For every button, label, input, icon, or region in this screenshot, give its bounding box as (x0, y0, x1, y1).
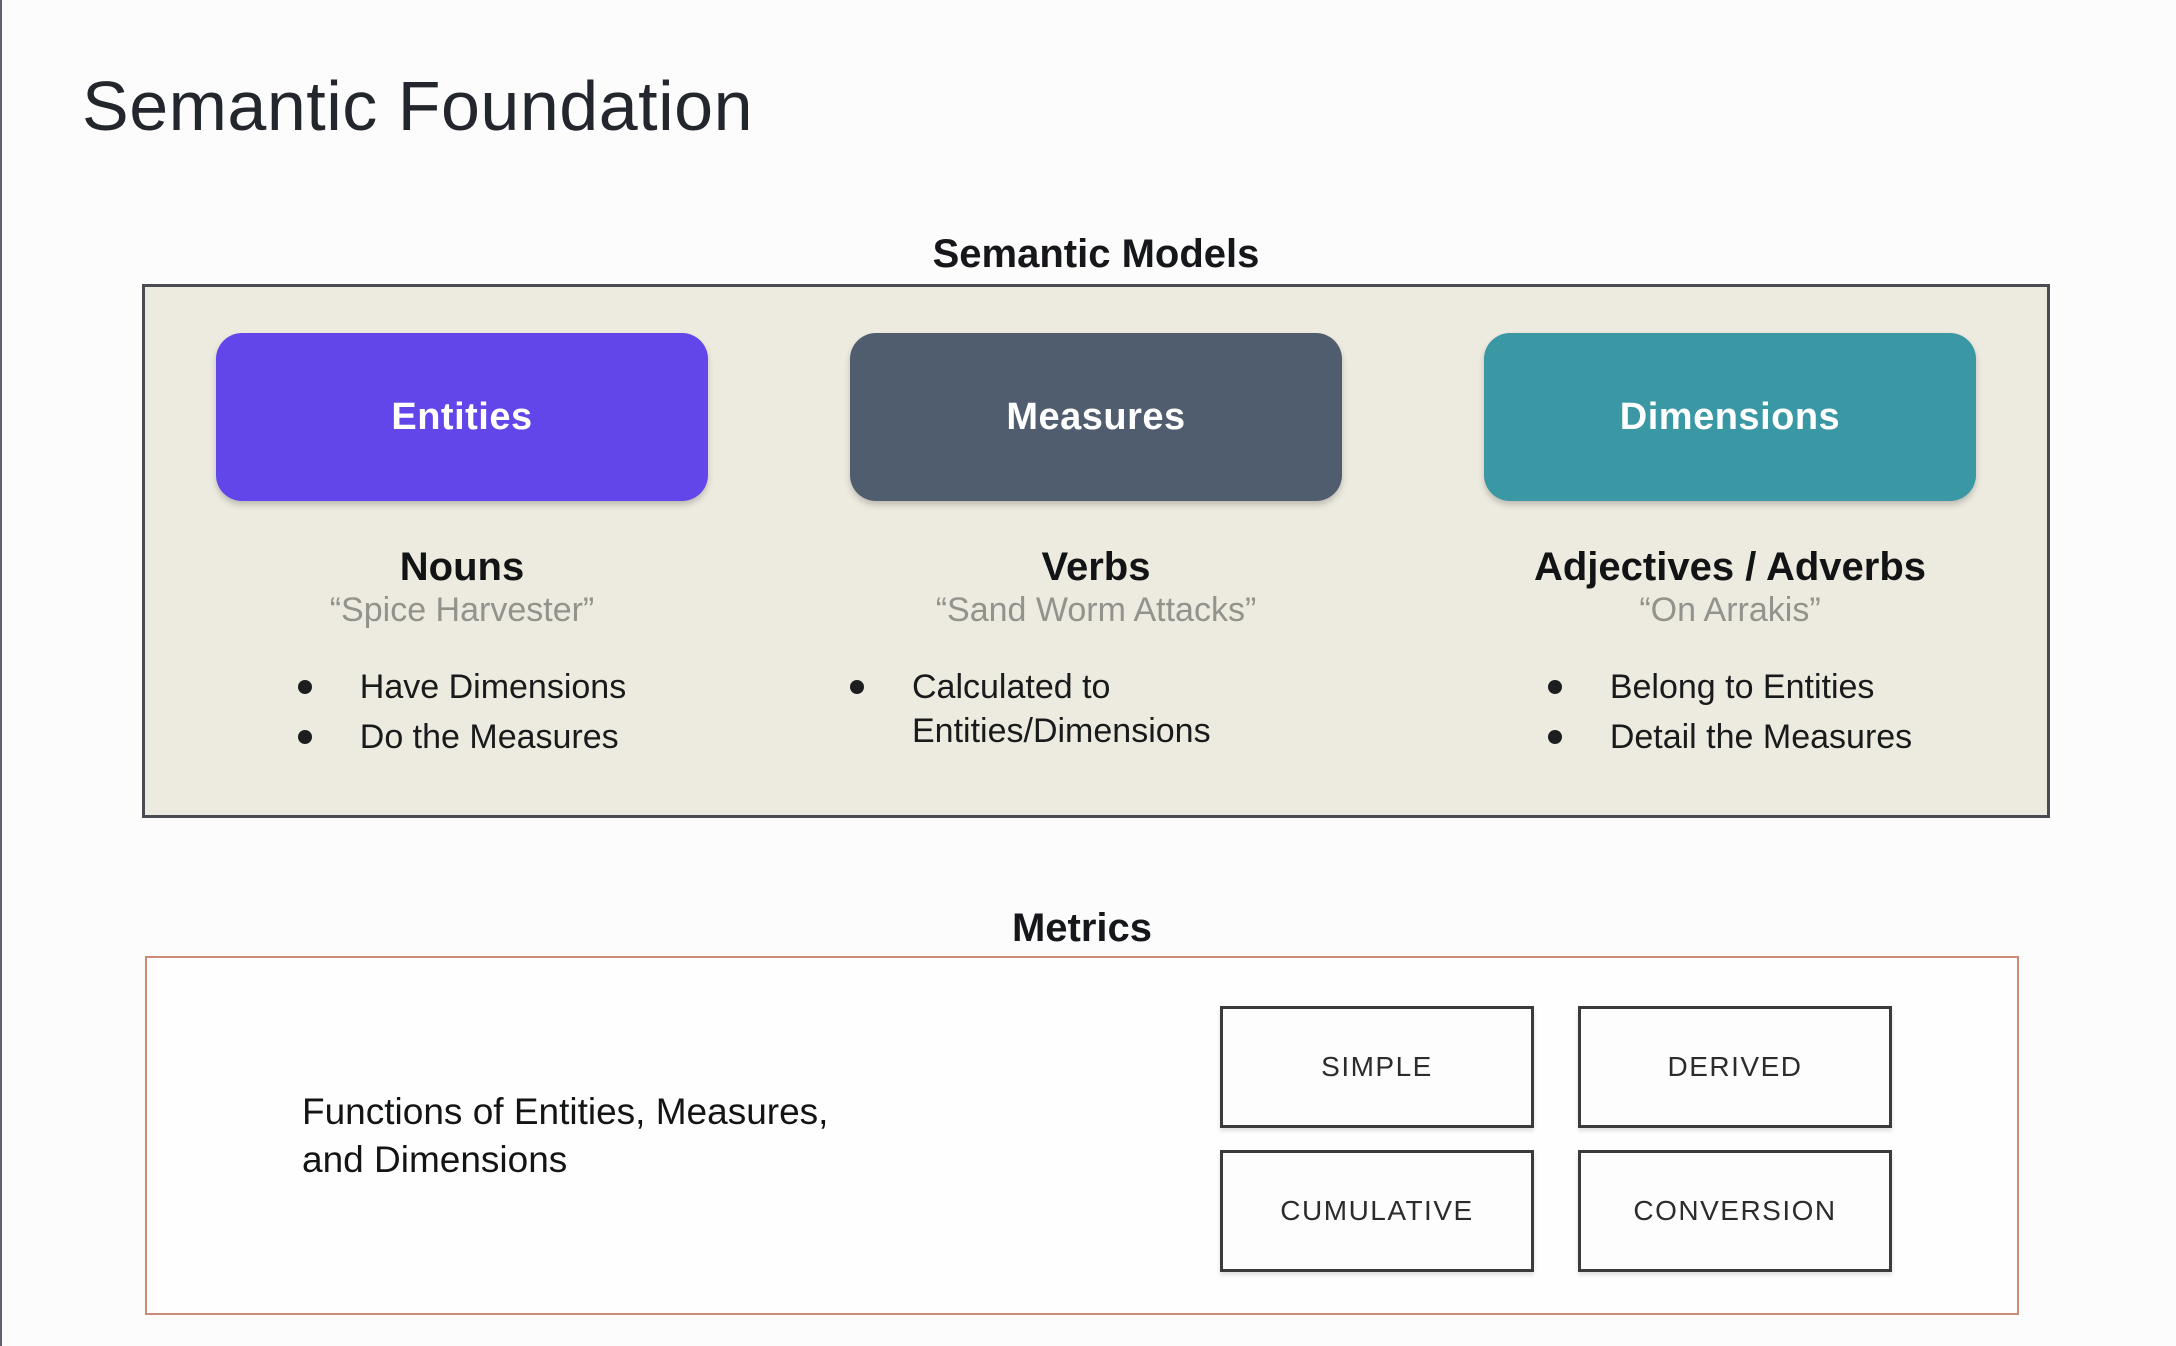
measures-role-heading: Verbs (1041, 545, 1151, 589)
bullet-item: Belong to Entities (1547, 665, 1912, 709)
entities-example-quote: “Spice Harvester” (329, 591, 595, 629)
page-title: Semantic Foundation (82, 67, 754, 145)
model-column-entities: Entities Nouns “Spice Harvester” Have Di… (145, 287, 779, 815)
dimensions-bullet-list: Belong to Entities Detail the Measures (1547, 665, 1913, 765)
bullet-text: Do the Measures (359, 718, 619, 756)
bullet-text: Detail the Measures (1609, 718, 1913, 756)
models-section-title: Semantic Models (932, 232, 1260, 276)
bullet-item: Have Dimensions (297, 665, 627, 709)
bullet-item: Calculated to Entities/Dimensions (850, 665, 1342, 753)
measures-pill: Measures (850, 333, 1342, 501)
bullet-item: Do the Measures (297, 715, 626, 759)
bullet-icon (850, 680, 864, 694)
dimensions-example-quote: “On Arrakis” (1639, 591, 1821, 629)
measures-example-quote: “Sand Worm Attacks” (935, 591, 1257, 629)
bullet-text: Have Dimensions (359, 668, 627, 706)
metric-type-conversion: CONVERSION (1578, 1150, 1892, 1272)
entities-bullet-list: Have Dimensions Do the Measures (297, 665, 627, 765)
metrics-description: Functions of Entities, Measures, and Dim… (302, 1088, 828, 1184)
metric-type-cumulative: CUMULATIVE (1220, 1150, 1534, 1272)
dimensions-pill: Dimensions (1484, 333, 1976, 501)
bullet-text: Calculated to Entities/Dimensions (912, 668, 1211, 750)
models-panel: Entities Nouns “Spice Harvester” Have Di… (142, 284, 2050, 818)
metric-type-simple: SIMPLE (1220, 1006, 1534, 1128)
measures-bullet-list: Calculated to Entities/Dimensions (850, 665, 1342, 759)
dimensions-role-heading: Adjectives / Adverbs (1533, 545, 1926, 589)
metrics-description-line2: and Dimensions (302, 1139, 568, 1180)
bullet-text: Belong to Entities (1609, 668, 1875, 706)
bullet-item: Detail the Measures (1547, 715, 1913, 759)
metrics-description-line1: Functions of Entities, Measures, (302, 1091, 829, 1132)
metric-type-derived: DERIVED (1578, 1006, 1892, 1128)
entities-role-heading: Nouns (399, 545, 525, 589)
model-column-measures: Measures Verbs “Sand Worm Attacks” Calcu… (779, 287, 1413, 815)
model-column-dimensions: Dimensions Adjectives / Adverbs “On Arra… (1413, 287, 2047, 815)
bullet-icon (297, 730, 312, 744)
metrics-panel: Functions of Entities, Measures, and Dim… (145, 956, 2019, 1315)
entities-pill: Entities (216, 333, 708, 501)
bullet-icon (1547, 730, 1562, 744)
bullet-icon (1547, 680, 1562, 694)
metrics-type-grid: SIMPLE DERIVED CUMULATIVE CONVERSION (1220, 1006, 1892, 1272)
metrics-section-title: Metrics (1011, 906, 1153, 950)
bullet-icon (297, 680, 312, 694)
